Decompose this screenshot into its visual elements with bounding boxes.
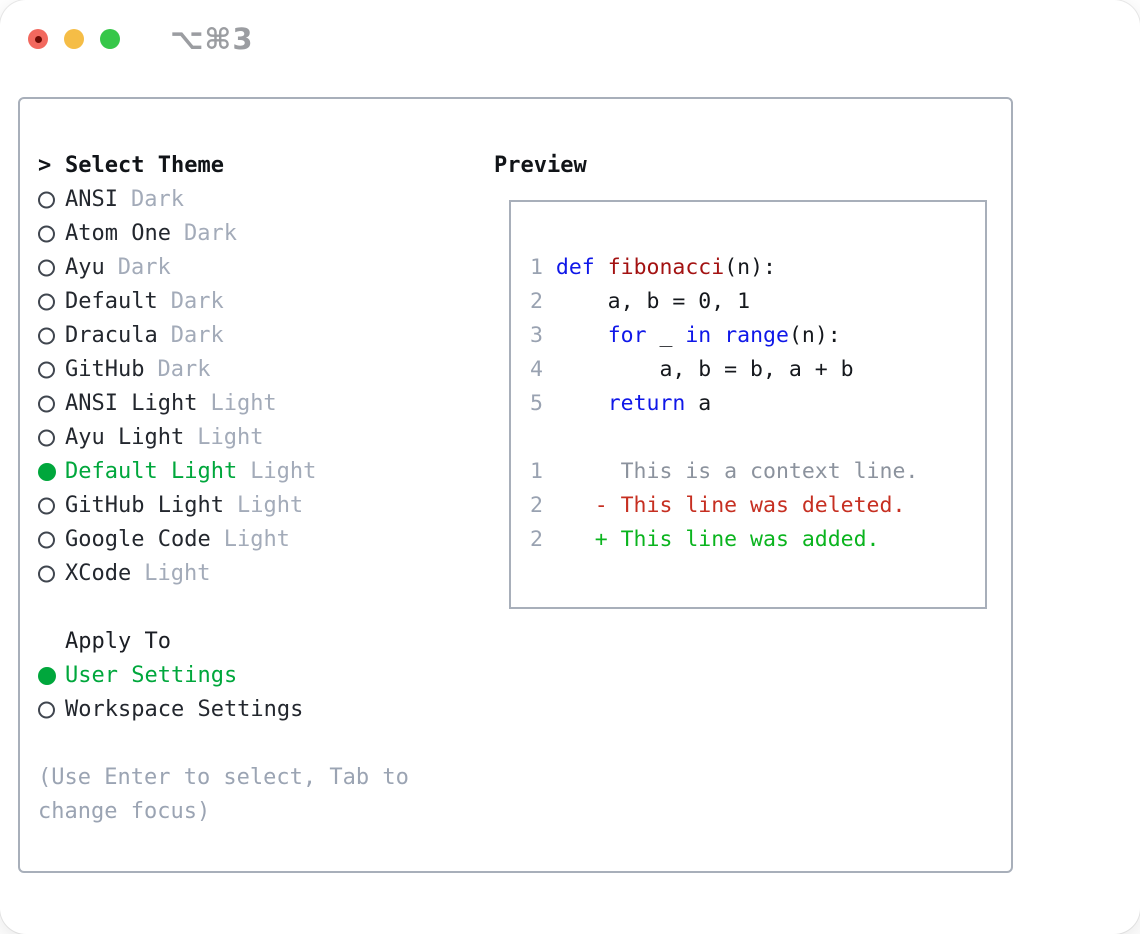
theme-variant-tag: Light — [197, 425, 264, 450]
code-line: 5 return a — [530, 391, 712, 416]
window-shortcut-label: ⌥⌘3 — [170, 22, 254, 56]
radio-icon — [38, 531, 55, 549]
preview-box: 1 def fibonacci(n): 2 a, b = 0, 1 3 for _ … — [509, 200, 987, 609]
line-number: 2 — [530, 493, 543, 518]
theme-variant-tag: Dark — [170, 323, 224, 348]
apply-option-workspace-settings[interactable]: Workspace Settings — [38, 693, 303, 727]
theme-list-header[interactable]: > Select Theme — [38, 149, 316, 183]
line-number: 1 — [530, 459, 543, 484]
theme-variant-tag: Light — [223, 527, 290, 552]
code-line: 2 a, b = 0, 1 — [530, 289, 751, 314]
radio-icon — [38, 361, 55, 379]
radio-icon — [38, 259, 55, 277]
apply-to-header: Apply To — [38, 625, 303, 659]
theme-variant-tag: Dark — [183, 221, 237, 246]
radio-icon — [38, 429, 55, 447]
radio-icon — [38, 701, 55, 719]
close-dot-icon — [34, 35, 42, 43]
radio-icon — [38, 293, 55, 311]
line-number: 4 — [530, 357, 543, 382]
diff-deleted-line: 2 - This line was deleted. — [530, 493, 906, 518]
radio-icon — [38, 497, 55, 515]
cursor-arrow-icon: > — [38, 153, 52, 178]
radio-icon — [38, 327, 55, 345]
theme-list-title: Select Theme — [65, 153, 224, 178]
radio-selected-icon — [38, 463, 56, 481]
theme-variant-tag: Light — [236, 493, 304, 518]
theme-variant-tag: Dark — [130, 187, 184, 212]
diff-context-line: 1 This is a context line. — [530, 459, 919, 484]
apply-option-user-settings[interactable]: User Settings — [38, 659, 303, 693]
radio-selected-icon — [38, 667, 56, 685]
minimize-button[interactable] — [64, 29, 84, 49]
help-text-line1: (Use Enter to select, Tab to — [38, 765, 409, 790]
code-line: 1 def fibonacci(n): — [530, 255, 776, 280]
maximize-button[interactable] — [100, 29, 120, 49]
line-number: 1 — [530, 255, 543, 280]
radio-icon — [38, 225, 55, 243]
code-line: 4 a, b = b, a + b — [530, 357, 854, 382]
help-text: (Use Enter to select, Tab to change focu… — [38, 761, 409, 829]
theme-variant-tag: Light — [250, 459, 317, 484]
line-number: 2 — [530, 527, 543, 552]
line-number: 3 — [530, 323, 543, 348]
theme-variant-tag: Light — [210, 391, 277, 416]
line-number: 2 — [530, 289, 543, 314]
radio-icon — [38, 565, 55, 583]
apply-to-section: Apply To User Settings Workspace Setting… — [38, 625, 303, 727]
code-line: 3 for _ in range(n): — [530, 323, 841, 348]
theme-variant-tag: Dark — [117, 255, 171, 280]
radio-icon — [38, 395, 55, 413]
apply-to-label: Apply To — [65, 629, 171, 654]
radio-icon — [38, 191, 55, 209]
diff-added-line: 2 + This line was added. — [530, 527, 880, 552]
theme-variant-tag: Dark — [170, 289, 224, 314]
preview-title: Preview — [494, 153, 587, 178]
blank-line — [530, 421, 918, 455]
theme-variant-tag: Light — [144, 561, 211, 586]
line-number: 5 — [530, 391, 543, 416]
help-text-line2: change focus) — [38, 799, 211, 824]
theme-variant-tag: Dark — [157, 357, 211, 382]
preview-code: 1 def fibonacci(n): 2 a, b = 0, 1 3 for _ … — [530, 251, 918, 557]
close-button[interactable] — [28, 29, 48, 49]
